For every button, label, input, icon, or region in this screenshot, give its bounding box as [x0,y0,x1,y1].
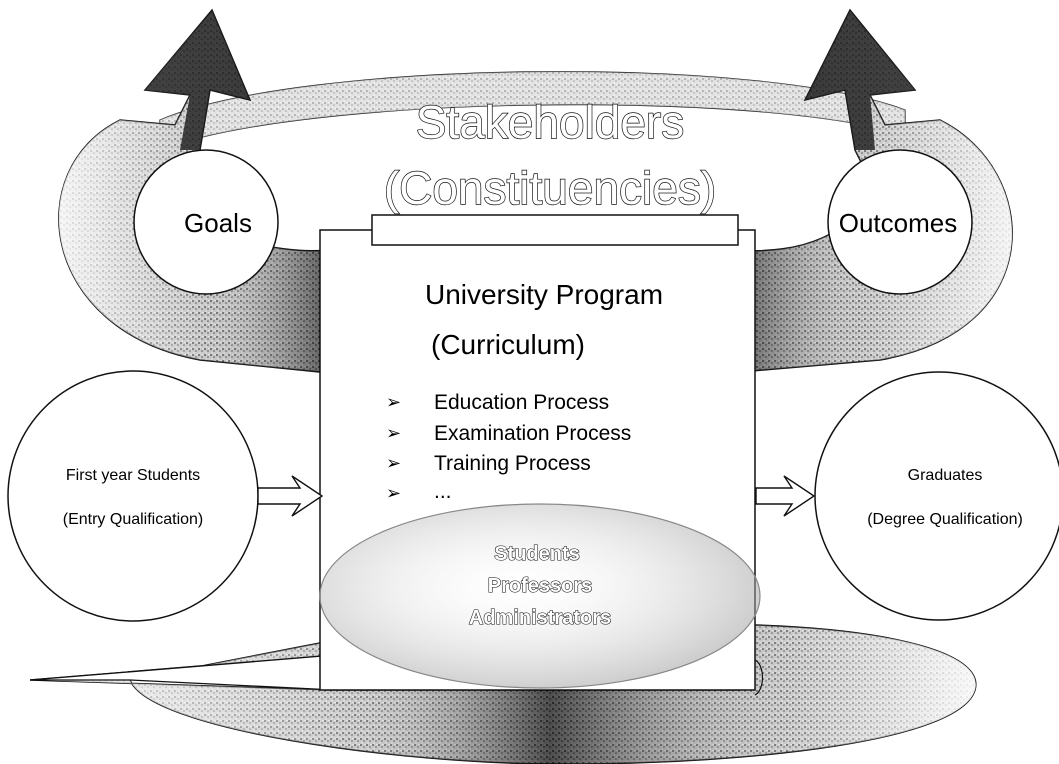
stakeholders-line1: Stakeholders [416,96,685,148]
process-item: ➢ Training Process [386,452,591,475]
panel-connector [754,659,764,696]
bullet-arrow-icon: ➢ [386,392,401,412]
members-oval: Students Professors Administrators [319,503,761,689]
feedback-loop-bottom [29,624,977,764]
goals-node: Goals [133,149,279,295]
program-title: University Program (Curriculum) [425,279,663,360]
program-title-line2: (Curriculum) [431,329,585,360]
goals-label: Goals [184,208,252,238]
member-professors: Professors [488,575,593,597]
output-line2: (Degree Qualification) [867,511,1023,528]
process-item: ➢ ... [386,480,452,503]
process-label: Training Process [434,452,591,475]
process-item: ➢ Education Process [386,391,609,414]
stakeholders-line2: (Constituencies) [384,162,716,214]
output-line1: Graduates [908,467,983,484]
program-title-line1: University Program [425,279,663,310]
member-administrators: Administrators [469,607,611,629]
stakeholders-title: Stakeholders (Constituencies) [383,95,717,214]
input-arrow-icon [257,475,324,517]
input-line1: First year Students [66,467,200,484]
bullet-arrow-icon: ➢ [386,483,401,503]
stakeholders-banner [371,214,739,246]
input-node: First year Students (Entry Qualification… [7,370,259,622]
outcomes-node: Outcomes [827,149,973,295]
output-node: Graduates (Degree Qualification) [814,371,1059,621]
process-item: ➢ Examination Process [386,422,631,445]
process-label: Education Process [434,391,609,414]
process-label: Examination Process [434,422,631,445]
outcomes-label: Outcomes [839,208,958,238]
member-students: Students [494,543,580,565]
process-label: ... [434,480,452,503]
bullet-arrow-icon: ➢ [386,453,401,473]
output-arrow-icon [755,475,816,517]
bullet-arrow-icon: ➢ [386,423,401,443]
process-list: ➢ Education Process ➢ Examination Proces… [386,391,631,503]
input-line2: (Entry Qualification) [63,511,204,528]
